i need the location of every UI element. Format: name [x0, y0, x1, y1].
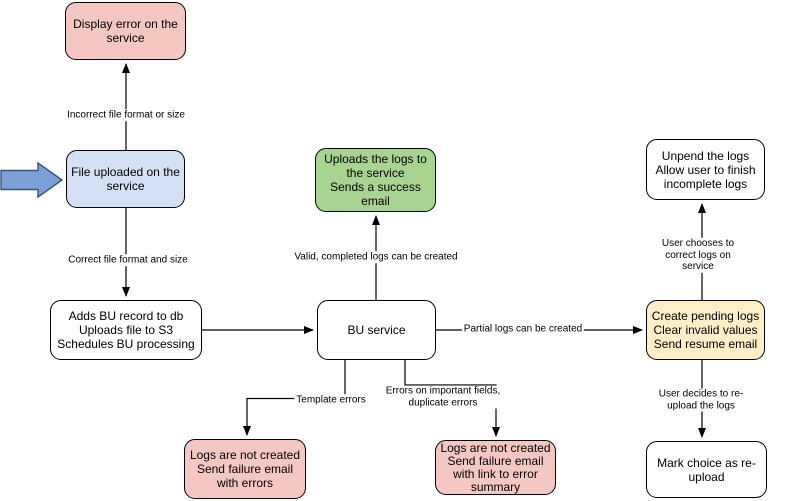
edge-label-user-corrects: User chooses to correct logs on service [646, 237, 750, 273]
edge-label-user-reuploads: User decides to re-upload the logs [651, 388, 751, 412]
entry-arrow-icon [0, 161, 64, 199]
node-file-uploaded: File uploaded on the service [66, 150, 185, 208]
node-bu-service: BU service [317, 300, 436, 360]
node-logs-not-created-errors: Logs are not created Send failure email … [184, 439, 306, 499]
edge-label-incorrect-file: Incorrect file format or size [65, 109, 187, 121]
node-create-pending-logs: Create pending logs Clear invalid values… [646, 300, 765, 360]
node-uploads-logs-success: Uploads the logs to the service Sends a … [315, 148, 436, 212]
node-unpend-logs: Unpend the logs Allow user to finish inc… [646, 139, 765, 200]
edge-label-partial-logs: Partial logs can be created [461, 323, 585, 335]
edge-label-important-field-errors: Errors on important fields, duplicate er… [383, 385, 503, 409]
node-adds-bu-record: Adds BU record to db Uploads file to S3 … [50, 300, 202, 360]
edge-label-correct-file: Correct file format and size [66, 254, 190, 266]
edge-label-template-errors: Template errors [294, 394, 368, 406]
node-display-error: Display error on the service [65, 2, 186, 60]
edge-bu-service-to-logs-summary [404, 359, 500, 437]
node-mark-reupload: Mark choice as re- upload [646, 441, 767, 498]
node-logs-not-created-summary: Logs are not created Send failure email … [435, 440, 556, 495]
edge-label-valid-logs: Valid, completed logs can be created [292, 251, 460, 263]
